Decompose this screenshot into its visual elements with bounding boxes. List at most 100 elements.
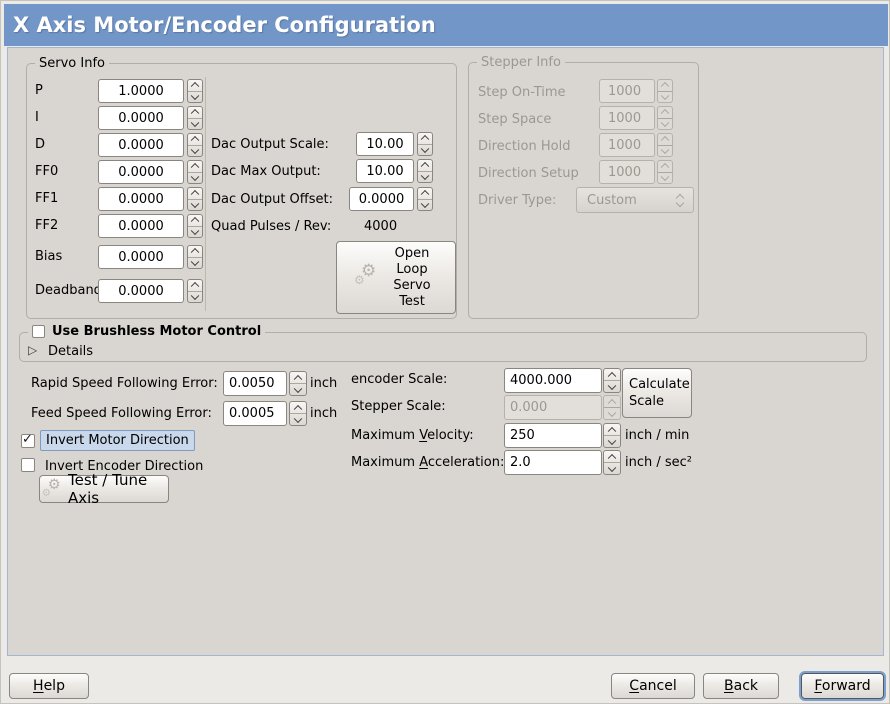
d-spin-buttons[interactable] <box>187 133 203 157</box>
direction-hold-spin-buttons <box>657 133 673 157</box>
spin-down-icon <box>658 171 672 184</box>
spin-down-icon[interactable] <box>188 144 202 157</box>
spin-down-icon[interactable] <box>418 170 432 183</box>
spin-up-icon[interactable] <box>604 369 620 380</box>
i-spin-buttons[interactable] <box>187 106 203 130</box>
maximum-acceleration-input[interactable]: 2.0 <box>504 450 602 475</box>
spin-up-icon[interactable] <box>188 134 202 145</box>
quad-pulses-value: 4000 <box>364 219 398 234</box>
d-input[interactable]: 0.0000 <box>98 133 184 157</box>
bias-spin-buttons[interactable] <box>187 245 203 269</box>
spin-down-icon[interactable] <box>188 198 202 211</box>
invert-motor-direction-label[interactable]: Invert Motor Direction <box>40 430 195 451</box>
deadband-label: Deadband <box>35 283 102 298</box>
spin-up-icon[interactable] <box>604 424 620 435</box>
feed-following-error-input[interactable]: 0.0005 <box>223 401 287 426</box>
spin-down-icon <box>658 90 672 103</box>
spin-down-icon[interactable] <box>188 90 202 103</box>
forward-button[interactable]: Forward <box>801 673 884 699</box>
spin-up-icon[interactable] <box>188 107 202 118</box>
spin-up-icon[interactable] <box>418 133 432 144</box>
spin-down-icon[interactable] <box>290 383 306 395</box>
servo-info-frame: Servo Info <box>26 55 457 319</box>
i-input[interactable]: 0.0000 <box>98 106 184 130</box>
rapid-following-error-spin-buttons[interactable] <box>289 371 307 396</box>
encoder-scale-spin-buttons[interactable] <box>603 368 621 393</box>
dac-max-output-input[interactable]: 10.00 <box>356 159 414 183</box>
spin-up-icon[interactable] <box>188 215 202 226</box>
spin-down-icon[interactable] <box>188 256 202 269</box>
dac-output-offset-spin-buttons[interactable] <box>417 187 433 211</box>
spin-up-icon[interactable] <box>604 451 620 462</box>
ff0-spin-buttons[interactable] <box>187 160 203 184</box>
spin-up-icon[interactable] <box>188 188 202 199</box>
maximum-velocity-label: Maximum Velocity: <box>351 428 474 443</box>
feed-following-error-spin-buttons[interactable] <box>289 401 307 426</box>
spin-up-icon[interactable] <box>188 246 202 257</box>
details-expander-label[interactable]: Details <box>48 344 94 359</box>
deadband-input[interactable]: 0.0000 <box>98 279 184 303</box>
rapid-following-error-label: Rapid Speed Following Error: <box>31 376 218 391</box>
spin-up-icon <box>658 161 672 172</box>
open-loop-servo-test-button[interactable]: ⚙⚙ Open Loop Servo Test <box>336 241 456 314</box>
maximum-velocity-spin-buttons[interactable] <box>603 423 621 448</box>
spin-down-icon <box>658 144 672 157</box>
maximum-velocity-unit: inch / min <box>625 428 690 443</box>
dac-output-scale-spin-buttons[interactable] <box>417 132 433 156</box>
gears-icon: ⚙⚙ <box>354 260 377 287</box>
ff1-input[interactable]: 0.0000 <box>98 187 184 211</box>
spin-up-icon[interactable] <box>290 402 306 413</box>
test-tune-axis-button[interactable]: ⚙⚙ Test / Tune Axis <box>39 471 169 507</box>
rapid-following-error-input[interactable]: 0.0050 <box>223 371 287 396</box>
ff0-label: FF0 <box>35 164 59 179</box>
servo-info-legend: Servo Info <box>35 55 109 72</box>
spin-down-icon[interactable] <box>188 225 202 238</box>
spin-down-icon[interactable] <box>604 380 620 392</box>
page-header: X Axis Motor/Encoder Configuration <box>4 4 888 46</box>
spin-down-icon[interactable] <box>188 290 202 303</box>
feed-following-error-label: Feed Speed Following Error: <box>31 406 212 421</box>
maximum-velocity-input[interactable]: 250 <box>504 423 602 448</box>
p-spin-buttons[interactable] <box>187 79 203 103</box>
ff1-spin-buttons[interactable] <box>187 187 203 211</box>
spin-down-icon[interactable] <box>604 435 620 447</box>
ff0-input[interactable]: 0.0000 <box>98 160 184 184</box>
spin-up-icon <box>658 107 672 118</box>
spin-down-icon[interactable] <box>290 413 306 425</box>
p-label: P <box>35 83 43 98</box>
invert-encoder-direction-checkbox[interactable] <box>21 458 35 472</box>
spin-up-icon[interactable] <box>188 161 202 172</box>
direction-hold-label: Direction Hold <box>478 139 571 154</box>
ff2-input[interactable]: 0.0000 <box>98 214 184 238</box>
deadband-spin-buttons[interactable] <box>187 279 203 303</box>
spin-down-icon[interactable] <box>604 462 620 474</box>
spin-down-icon <box>604 407 620 419</box>
ff2-spin-buttons[interactable] <box>187 214 203 238</box>
spin-down-icon[interactable] <box>418 143 432 156</box>
spin-down-icon[interactable] <box>188 117 202 130</box>
invert-motor-direction-checkbox[interactable]: ✓ <box>21 433 35 448</box>
p-input[interactable]: 1.0000 <box>98 79 184 103</box>
dac-output-scale-input[interactable]: 10.00 <box>356 132 414 156</box>
calculate-scale-button[interactable]: Calculate Scale <box>622 368 692 418</box>
spin-up-icon[interactable] <box>188 80 202 91</box>
use-brushless-checkbox[interactable] <box>32 325 45 338</box>
cancel-button[interactable]: Cancel <box>611 673 695 699</box>
encoder-scale-input[interactable]: 4000.000 <box>504 368 602 393</box>
spin-up-icon[interactable] <box>188 280 202 291</box>
use-brushless-label[interactable]: Use Brushless Motor Control <box>52 324 262 339</box>
spin-up-icon[interactable] <box>418 188 432 199</box>
spin-up-icon[interactable] <box>290 372 306 383</box>
spin-up-icon[interactable] <box>418 160 432 171</box>
spin-down-icon[interactable] <box>418 198 432 211</box>
spin-down-icon[interactable] <box>188 171 202 184</box>
spin-down-icon <box>658 117 672 130</box>
dac-output-offset-input[interactable]: 0.0000 <box>349 187 414 211</box>
details-expander-arrow-icon[interactable]: ▷ <box>28 343 38 357</box>
dac-max-output-spin-buttons[interactable] <box>417 159 433 183</box>
maximum-acceleration-spin-buttons[interactable] <box>603 450 621 475</box>
back-button[interactable]: Back <box>703 673 779 699</box>
bias-input[interactable]: 0.0000 <box>98 245 184 269</box>
help-button[interactable]: Help <box>9 673 89 699</box>
invert-encoder-direction-label[interactable]: Invert Encoder Direction <box>45 459 204 474</box>
